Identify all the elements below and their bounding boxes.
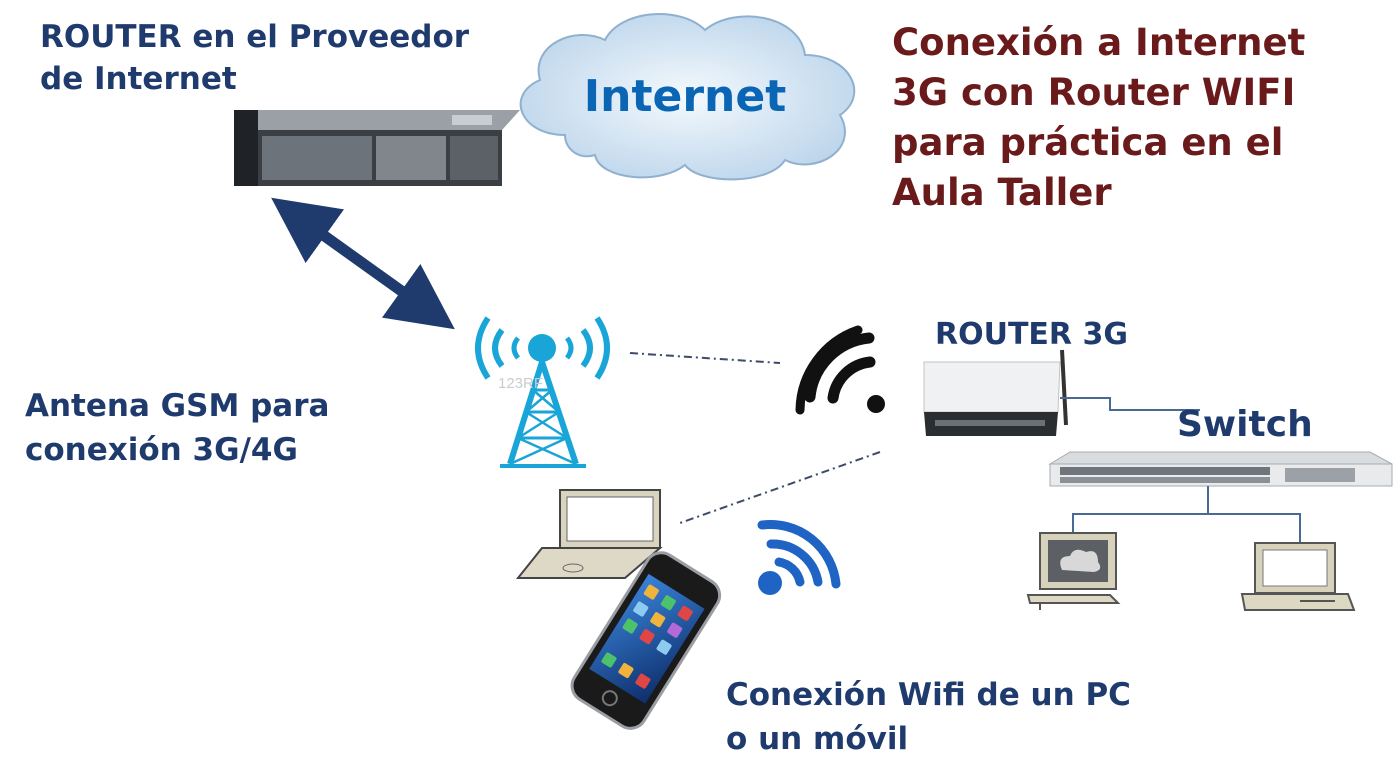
link-switch-desktop-left bbox=[1072, 513, 1208, 532]
cloud-label: Internet bbox=[583, 71, 787, 122]
double-arrow-icon bbox=[271, 197, 455, 330]
router-3g-label: ROUTER 3G bbox=[935, 317, 1128, 352]
desktop-computer-icon bbox=[1026, 532, 1121, 610]
antenna-label: Antena GSM para conexión 3G/4G bbox=[25, 388, 330, 468]
network-switch-icon bbox=[1048, 451, 1393, 487]
link-router-switch bbox=[1060, 397, 1200, 411]
wifi-client-label: Conexión Wifi de un PC o un móvil bbox=[726, 677, 1131, 757]
link-router-laptop bbox=[679, 451, 881, 524]
antenna-watermark: 123RF bbox=[498, 375, 543, 392]
switch-label: Switch bbox=[1177, 404, 1313, 445]
wifi-signal-black-icon bbox=[795, 325, 885, 415]
cisco-router-icon bbox=[234, 110, 520, 186]
cloud-icon bbox=[519, 13, 856, 181]
link-antenna-wifi bbox=[629, 352, 781, 364]
desktop-computer-icon bbox=[1240, 542, 1356, 611]
antenna-tower-icon bbox=[475, 316, 610, 468]
router-3g-icon bbox=[923, 349, 1068, 436]
link-switch-desktops bbox=[1207, 486, 1301, 542]
laptop-icon bbox=[515, 489, 663, 579]
diagram-title: Conexión a Internet 3G con Router WIFI p… bbox=[892, 21, 1306, 214]
provider-router-label: ROUTER en el Proveedor de Internet bbox=[40, 19, 470, 97]
smartphone-icon bbox=[570, 551, 722, 730]
wifi-signal-blue-icon bbox=[757, 519, 841, 595]
